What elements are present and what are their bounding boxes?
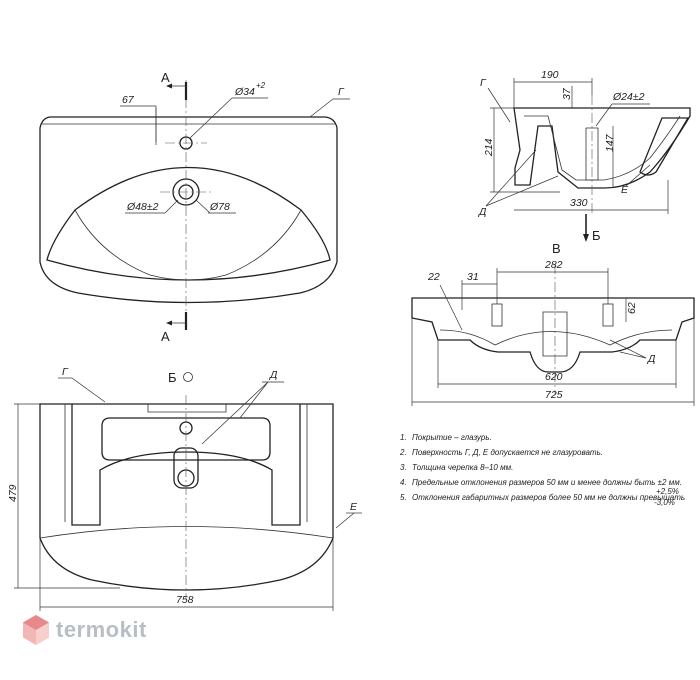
dim-282-label: 282 [544,259,563,271]
note-number: 3. [400,463,407,472]
dim-d48-label: Ø48±2 [126,201,159,213]
rear-d-label: Д [647,353,656,365]
rear-d-leader-1 [609,339,647,359]
side-section-inner [524,115,681,181]
front-e-label: Е [350,501,358,513]
dim-d48-leader [164,199,179,214]
top-view-bowl [46,166,331,281]
front-d-leader-1 [201,381,269,445]
top-view-outline [39,116,338,304]
side-d-leader-1 [485,149,537,207]
note-text: Поверхность Г, Д, Е допускается не глазу… [412,448,603,457]
dim-d34-leader [189,97,233,139]
view-b-label: Б [592,228,601,243]
top-view-bowl-inner [74,209,302,281]
front-view-rim [147,404,227,413]
dim-d78-label: Ø78 [209,201,230,213]
side-section-body [513,107,691,189]
side-section-drain [585,127,599,181]
rear-view-bowl [439,329,673,346]
side-section-rim [639,117,690,176]
dim-190-label: 190 [541,69,559,81]
rear-view-left-lug [491,303,503,327]
note-text: Отклонения габаритных размеров более 50 … [412,493,685,502]
notes-block: 1. Покрытие – глазурь. 2. Поверхность Г,… [399,433,685,507]
dim-22-leader [439,284,463,331]
dim-d78-leader [195,199,211,214]
front-g-label: Г [62,366,69,378]
top-g-label: Г [338,86,345,98]
rear-view-drain [542,311,568,357]
section-a-bottom-label: А [161,329,170,344]
dim-d24-leader [595,103,613,127]
front-view-title: Б [168,370,177,385]
note-tolerance-plus: +2,5% [656,487,679,496]
side-d-leader-2 [485,175,559,207]
note-text: Покрытие – глазурь. [412,433,492,442]
note-text: Толщина черепка 8–10 мм. [412,463,513,472]
dim-67-label: 67 [122,94,135,106]
dim-147-label: 147 [604,133,616,152]
rear-view-right-lug [602,303,614,327]
front-view-overflow [101,417,271,461]
dim-758-label: 758 [176,594,194,606]
dim-725-label: 725 [545,389,563,401]
dim-31-label: 31 [467,271,479,283]
side-section: 190 37 Ø24±2 214 147 330 Г Д Е Б [478,69,691,243]
front-g-leader [71,377,106,403]
brand-name: termokit [56,617,147,642]
note-number: 5. [400,493,407,502]
view-b-arrowhead [583,234,589,242]
side-g-leader [487,87,511,123]
dim-62-label: 62 [626,302,638,314]
side-d-label: Д [478,206,487,218]
dim-d24-label: Ø24±2 [612,91,645,103]
top-view: А А 67 Ø34 +2 Г Ø48±2 Ø78 [39,70,350,344]
section-a-top-label: А [161,70,170,85]
section-a-top-arrowhead [166,83,172,89]
note-number: 2. [399,448,407,457]
side-g-label: Г [480,77,487,89]
front-view-shoulder [39,526,334,539]
front-view-outline [39,403,334,591]
brand-logo-icon [23,615,49,645]
dim-22-label: 22 [427,271,440,283]
side-e-label: Е [621,184,629,196]
front-view: Б 479 758 Г Д Е [7,366,362,611]
front-view-basin-inner [64,404,308,522]
front-e-leader [335,512,355,529]
view-direction-icon [183,372,193,382]
dim-214-label: 214 [483,138,495,157]
front-d-leader-2 [239,381,269,419]
note-number: 1. [400,433,407,442]
rear-d-leader-2 [619,351,647,359]
dim-620-label: 620 [545,371,563,383]
dim-479-label: 479 [7,484,19,502]
rear-view-title: В [552,241,561,256]
note-number: 4. [400,478,407,487]
dim-d34-tolerance: +2 [256,81,266,90]
dim-d34-label: Ø34 [234,86,255,98]
rear-view-outline [411,297,695,373]
dim-37-label: 37 [561,87,573,100]
front-d-label: Д [269,369,278,381]
note-tolerance-minus: -3,0% [654,498,675,507]
rear-view: В 282 31 22 62 620 725 Д [411,241,695,406]
brand-logo: termokit [22,614,147,646]
top-g-leader [309,98,334,118]
dim-330-label: 330 [570,197,588,209]
note-text: Предельные отклонения размеров 50 мм и м… [412,478,682,487]
section-a-bottom-arrowhead [166,320,172,326]
side-e-leader [625,164,651,187]
